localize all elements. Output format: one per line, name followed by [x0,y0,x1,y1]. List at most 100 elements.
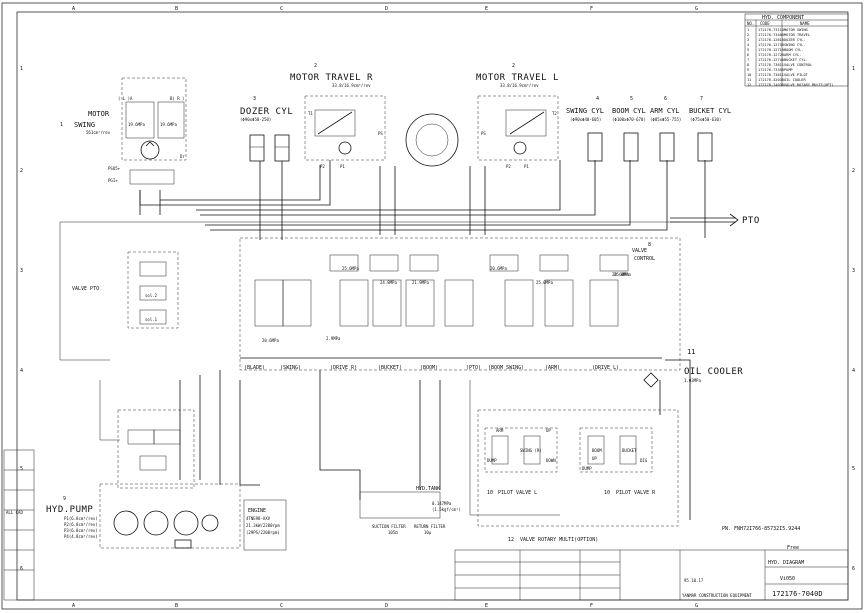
dozer-cyl-num: 3 [253,96,256,102]
boom-cyl-num: 5 [630,96,633,102]
row-number: 6 [20,566,23,572]
motor-travel-r-num: 2 [314,63,317,69]
hyd-tank-spec: 0.147MPa [432,501,452,506]
section-label: (PTO) [466,365,481,371]
dozer-cyl-spec: (Φ90xΦ50-250) [240,117,271,122]
table-cell: MOTOR TRAVEL [784,33,810,37]
drawing-date: 95.10.17 [684,578,704,583]
pressure-label: 20.6MPa [612,272,629,277]
boom-cyl-spec: (Φ100xΦ70-670) [612,117,646,122]
table-cell: BOOM CYL. [784,48,803,52]
pilot-label: UP [592,456,597,461]
motor-swing-port: PGI+ [108,178,118,183]
arm-cyl-title: ARM CYL [650,107,680,115]
table-cell: 6 [747,53,749,57]
engine: ENGINE 4TNE98-AXV 21.3kW/2200rpm (29PS/2… [243,499,287,551]
pilot-valve-l: ARM SWING (R) DUMP UP DOWN 10 PILOT VALV… [484,427,558,496]
component-table-title: HYD. COMPONENT [762,15,804,21]
return-filter-title: RETURN FILTER [414,524,446,529]
table-cell: 5 [747,48,749,52]
port-label: T2 [552,111,557,116]
table-cell: VALVE PILOT [784,73,809,77]
oil-cooler-num: 11 [687,348,695,356]
hyd-tank-title: HYD.TANK [416,486,440,492]
swing-cyl: 4 SWING CYL (Φ90xΦ40-605) [566,96,604,162]
col-letter: D [385,6,388,12]
table-cell: 8 [747,63,749,67]
motor-travel-l-title: MOTOR TRAVEL L [476,73,559,83]
drawing-title: HYD. DIAGRAM [768,560,804,566]
valve-rotary-multi: 12 VALVE ROTARY MULTI(OPTION) [477,409,679,543]
table-cell: 10 [747,73,751,77]
pilot-label: DUMP [582,466,592,471]
port-label: P2 [506,164,511,169]
table-cell: 1 [747,28,749,32]
row-markers: 1 2 3 4 5 6 1 2 3 4 5 6 [20,66,855,572]
pilot-valve-l-title: PILOT VALVE L [498,490,537,496]
engine-spec: 21.3kW/2200rpm [246,523,280,528]
pilot-valve-r-num: 10 [604,490,610,496]
table-cell: 172176-12710 [758,48,784,52]
table-cell: 172176-42030 [758,78,784,82]
col-letter: A [72,603,75,609]
col-letter: E [485,6,488,12]
row-number: 4 [20,368,23,374]
hyd-pump-num: 9 [63,496,66,502]
valve-pto-title: VALVE PTO [72,286,99,292]
row-number: 2 [852,168,855,174]
motor-swing-title2: SWING [74,121,95,129]
port-label: T1 [308,111,313,116]
bucket-cyl-title: BUCKET CYL [689,107,731,115]
col-letter: C [280,6,283,12]
return-filter-spec: 10μ [424,530,432,535]
engine-title: ENGINE [248,508,266,514]
pressure-label: 25.0MPa [342,266,359,271]
arm-cyl-num: 6 [664,96,667,102]
pressure-label: 20.6MPa [490,266,507,271]
table-header: NAME [800,21,810,26]
table-cell: VALVE ROTARY MULTI(OPT) [784,83,834,87]
motor-travel-l-spec: 33.8/16.9cm³/rev [500,83,539,88]
motor-travel-r-title: MOTOR TRAVEL R [290,73,373,83]
pto-label: PTO [742,216,760,226]
title-block: Free HYD. DIAGRAM Vi050 172176-7040D YAN… [454,545,849,601]
oil-cooler-title: OIL COOLER [684,367,743,377]
table-cell: 7 [747,58,749,62]
row-number: 4 [852,368,855,374]
row-number: 3 [20,268,23,274]
table-cell: BUCKET CYL. [784,58,808,62]
table-cell: MOTOR SWING [784,28,808,32]
table-cell: VALVE CONTROL [784,63,812,67]
motor-swing-port: PSO5+ [108,166,121,171]
section-label: (DRIVE R) [330,365,357,371]
col-letter: B [175,603,178,609]
pilot-label: DOWN [546,458,556,463]
swing-cyl-spec: (Φ90xΦ40-605) [570,117,601,122]
cad-label: ALL CAD [6,510,23,515]
company-name: YANMAR CONSTRUCTION EQUIPMENT [682,593,752,598]
pressure-label: 2.9MPa [326,336,341,341]
pressure-label: 25.0MPa [536,280,553,285]
table-cell: 172176-73110 [758,28,784,32]
hyd-tank: HYD.TANK 0.147MPa (1.5kgf/cm²) SUCTION F… [359,486,461,535]
scale-value: Free [787,545,799,551]
table-cell: 172176-73611 [758,63,784,67]
row-number: 5 [852,466,855,472]
motor-swing-port-dr: Dr [180,154,185,159]
valve-control-title2: CONTROL [634,256,655,262]
row-number: 1 [20,66,23,72]
motor-travel-l: 2 MOTOR TRAVEL L 33.8/16.9cm³/rev P2 P1 … [476,63,559,169]
swing-cyl-num: 4 [596,96,599,102]
pump-spec: P3(6.8cm³/rev) [64,528,98,533]
table-cell: 172176-12720 [758,53,784,57]
pto-outlet: PTO [670,213,760,227]
inner-frame [16,11,849,601]
motor-travel-r-spec: 33.8/16.9cm³/rev [332,83,371,88]
table-cell: 172176-73400 [758,33,784,37]
pressure-label: 19.6MPa [160,122,177,127]
motor-swing-title: MOTOR [88,110,110,118]
table-cell: 172176-12740 [758,58,784,62]
table-cell: 9 [747,68,749,72]
